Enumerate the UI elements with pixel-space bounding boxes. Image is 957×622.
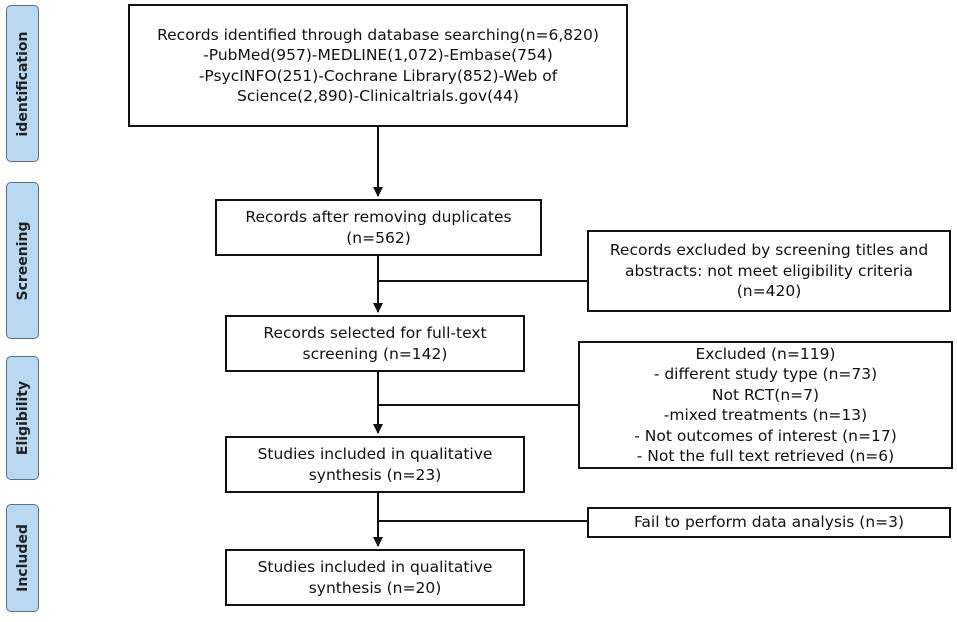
phase-included-label: Included	[6, 504, 39, 612]
phase-screening-label: Screening	[6, 182, 39, 339]
records-identified-line: Records identified through database sear…	[157, 25, 599, 44]
studies-included-20-line: Studies included in qualitative	[257, 558, 493, 576]
excluded-eligibility-line: - different study type (n=73)	[653, 365, 878, 383]
studies-included-23-box: Studies included in qualitative synthesi…	[225, 436, 525, 493]
records-after-duplicates-line: Records after removing duplicates	[245, 208, 512, 226]
records-after-duplicates-line: (n=562)	[346, 228, 411, 247]
excluded-eligibility-line: Not RCT(n=7)	[711, 385, 820, 404]
studies-included-23-line: Studies included in qualitative	[257, 445, 493, 463]
excluded-eligibility-box: Excluded (n=119) - different study type …	[578, 341, 953, 469]
records-excluded-screening-line: (n=420)	[736, 282, 802, 301]
studies-included-20-line: synthesis (n=20)	[308, 578, 442, 597]
records-identified-line: -PsycINFO(251)-Cochrane Library(852)-Web…	[198, 66, 558, 85]
records-excluded-screening-line: Records excluded by screening titles and	[609, 241, 929, 260]
phase-eligibility-text: Eligibility	[14, 380, 31, 456]
phase-identification-text: identification	[14, 31, 31, 136]
records-identified-line: Science(2,890)-Clinicaltrials.gov(44)	[237, 87, 519, 105]
fail-data-analysis-line: Fail to perform data analysis (n=3)	[633, 513, 905, 532]
excluded-eligibility-line: - Not outcomes of interest (n=17)	[634, 426, 897, 445]
records-excluded-screening-line: abstracts: not meet eligibility criteria	[625, 261, 913, 280]
records-full-text-box: Records selected for full-text screening…	[225, 315, 525, 372]
studies-included-23-line: synthesis (n=23)	[308, 465, 442, 484]
records-excluded-screening-box: Records excluded by screening titles and…	[587, 230, 951, 312]
records-identified-line: -PubMed(957)-MEDLINE(1,072)-Embase(754)	[203, 46, 553, 64]
records-after-duplicates-box: Records after removing duplicates (n=562…	[215, 199, 542, 256]
excluded-eligibility-line: -mixed treatments (n=13)	[663, 406, 868, 424]
excluded-eligibility-line: Excluded (n=119)	[695, 344, 836, 363]
fail-data-analysis-box: Fail to perform data analysis (n=3)	[587, 507, 951, 538]
records-full-text-line: Records selected for full-text	[263, 324, 487, 342]
phase-screening-text: Screening	[14, 220, 31, 301]
phase-eligibility-label: Eligibility	[6, 356, 39, 480]
studies-included-20-box: Studies included in qualitative synthesi…	[225, 549, 525, 606]
records-identified-box: Records identified through database sear…	[128, 4, 628, 127]
records-full-text-line: screening (n=142)	[302, 344, 448, 363]
phase-included-text: Included	[14, 524, 31, 592]
excluded-eligibility-line: - Not the full text retrieved (n=6)	[636, 447, 895, 465]
phase-identification-label: identification	[6, 5, 39, 162]
